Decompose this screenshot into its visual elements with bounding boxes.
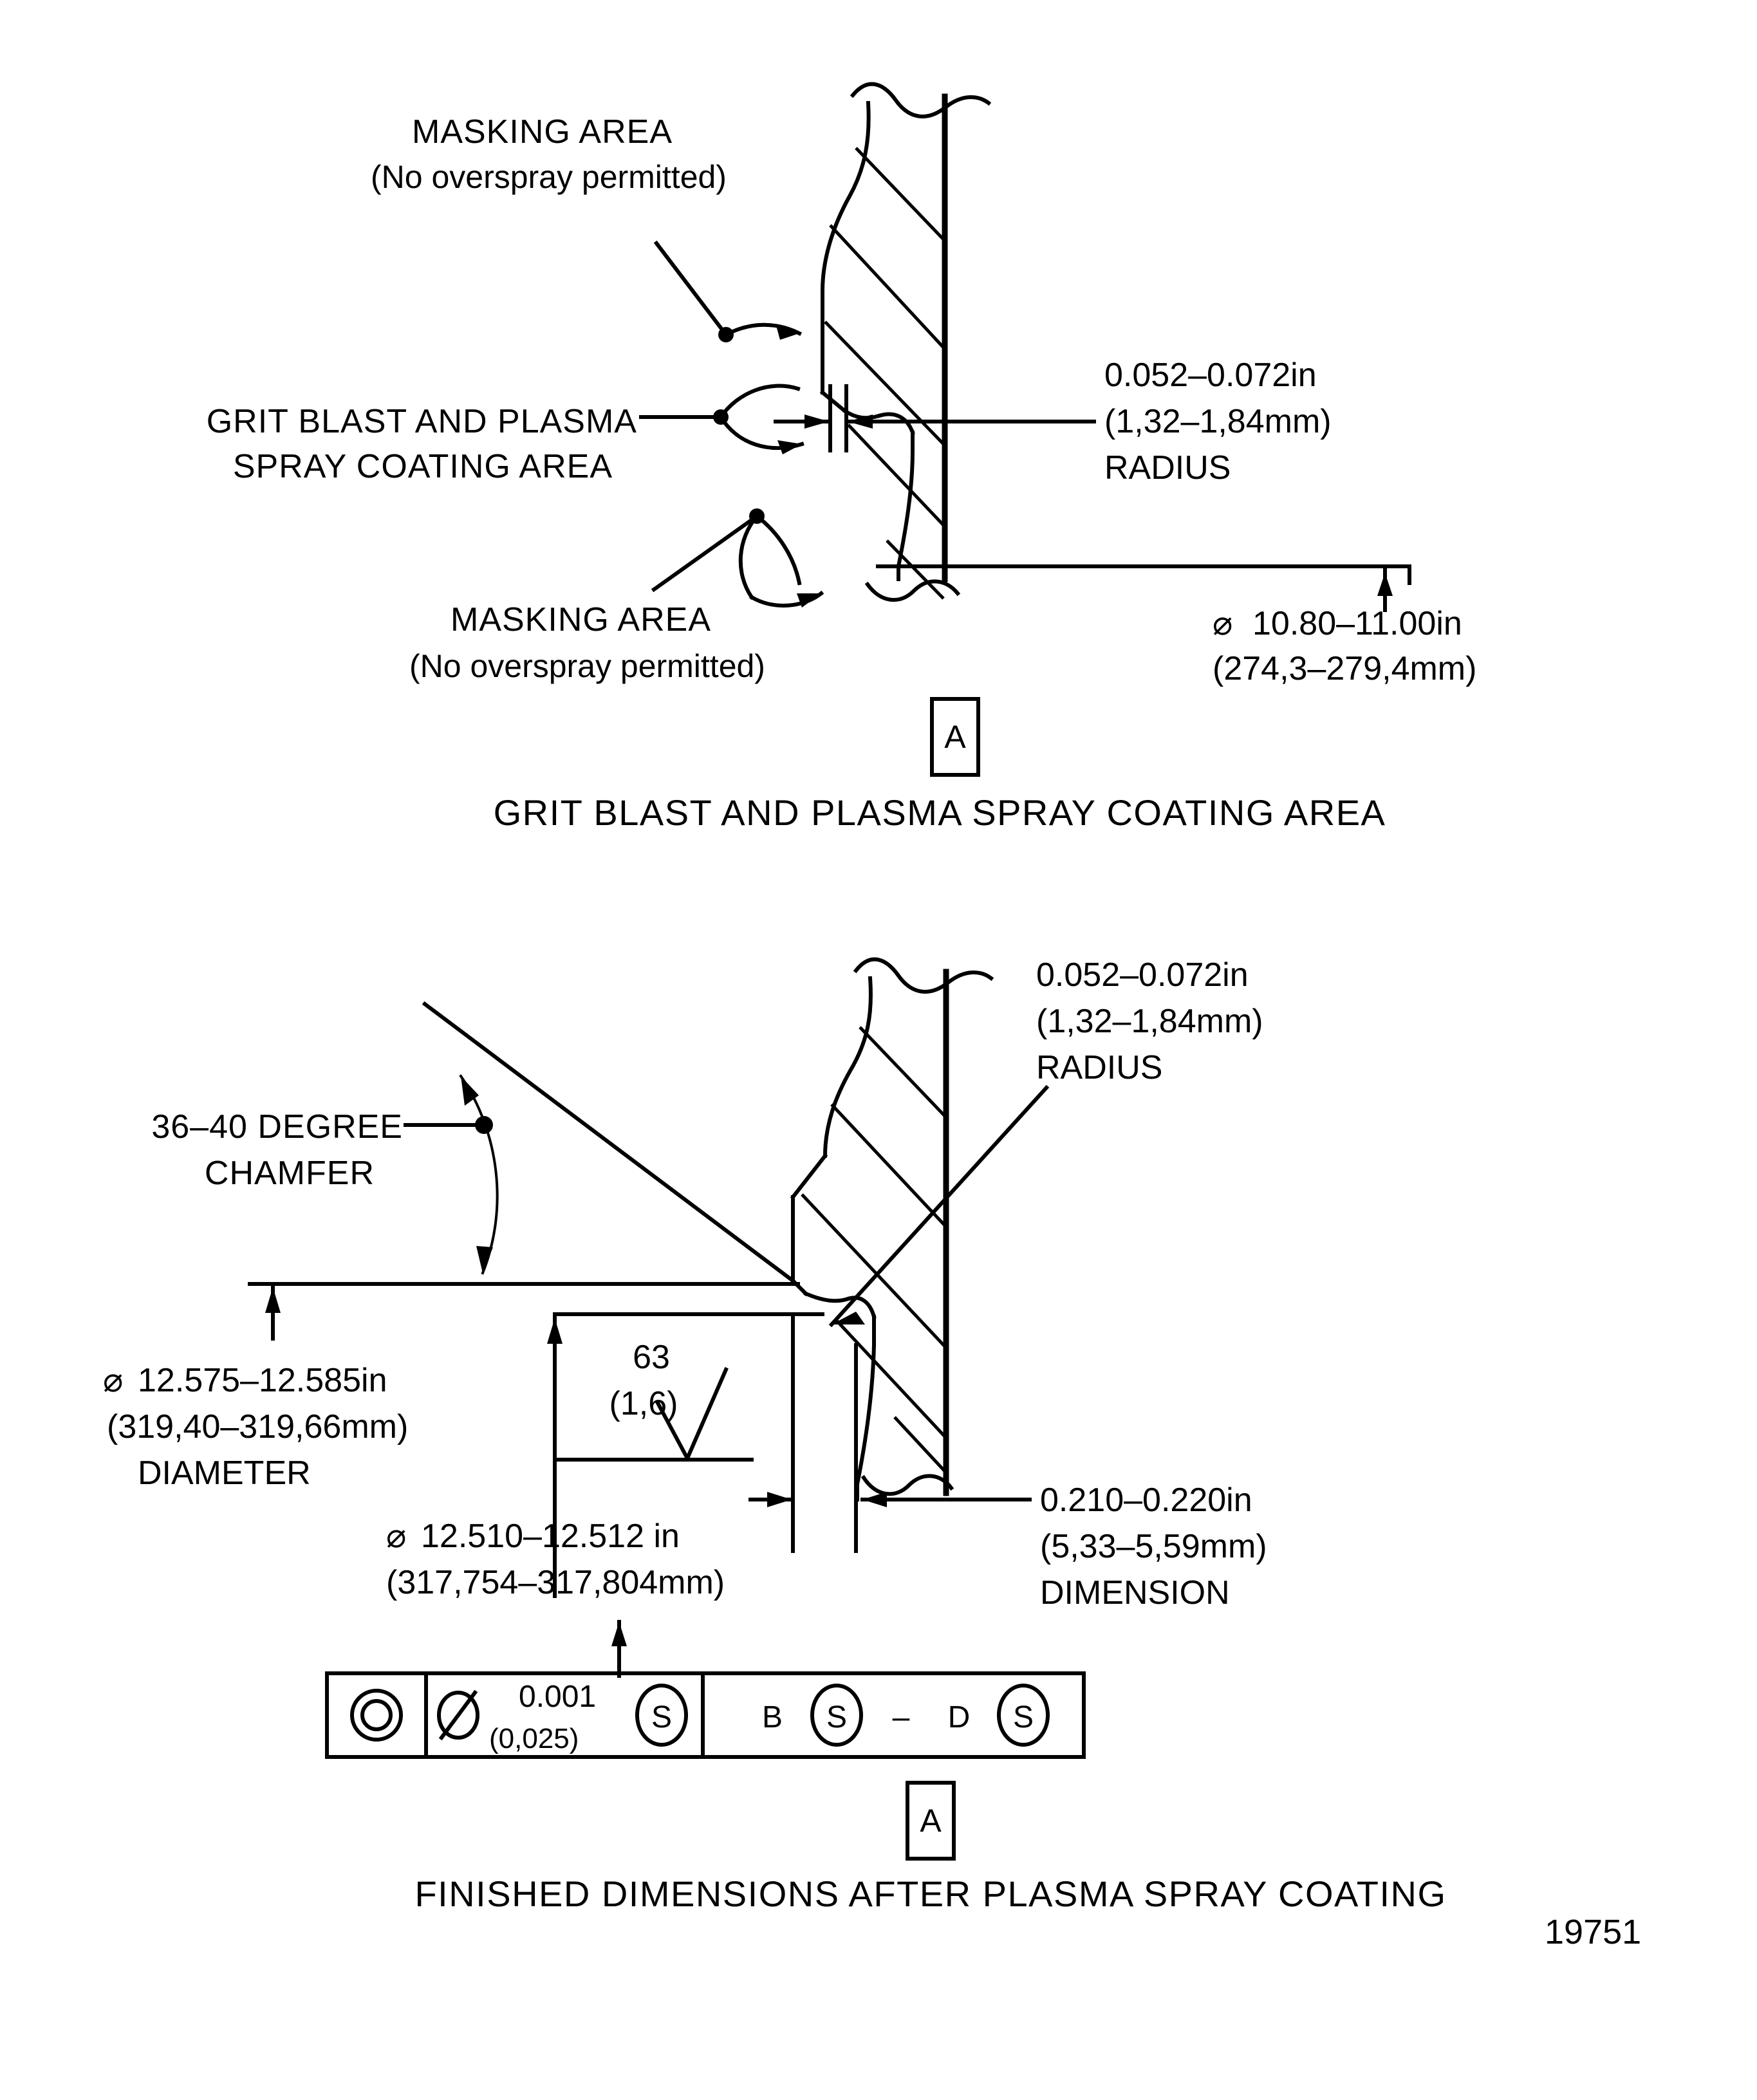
fcf-datum-primary-modifier: S	[826, 1700, 847, 1734]
bottom-radius-dim-line3: RADIUS	[1036, 1049, 1162, 1086]
figure-top-annotations: MASKING AREA (No overspray permitted) GR…	[207, 113, 1477, 833]
fcf-datum-separator: –	[893, 1700, 910, 1734]
top-radius-dim-line1: 0.052–0.072in	[1104, 357, 1317, 394]
figure-bottom-geometry	[248, 957, 1086, 1861]
fcf-datum-primary: B	[762, 1700, 783, 1734]
detail-flag-a-top: A	[944, 719, 966, 755]
figure-bottom-caption: FINISHED DIMENSIONS AFTER PLASMA SPRAY C…	[414, 1873, 1446, 1914]
minor-diameter-line1: 12.510–12.512 in	[421, 1518, 680, 1555]
masking-area-bottom-label-line1: MASKING AREA	[451, 601, 711, 638]
surface-finish-value-in: 63	[633, 1339, 670, 1376]
fcf-datum-secondary: D	[948, 1700, 971, 1734]
top-diameter-symbol: ⌀	[1213, 605, 1232, 642]
major-diameter-line2: (319,40–319,66mm)	[107, 1408, 408, 1445]
bottom-radius-dim-line1: 0.052–0.072in	[1036, 956, 1249, 994]
top-diameter-dim-line2: (274,3–279,4mm)	[1213, 650, 1476, 687]
fcf-tolerance-in: 0.001	[519, 1680, 596, 1714]
width-dimension-line3: DIMENSION	[1040, 1574, 1230, 1612]
masking-area-top-label-line1: MASKING AREA	[412, 113, 673, 151]
grit-blast-label-line2: SPRAY COATING AREA	[233, 448, 613, 485]
fcf-datum-secondary-modifier: S	[1013, 1700, 1034, 1734]
major-diameter-symbol: ⌀	[103, 1362, 123, 1399]
top-radius-dim-line3: RADIUS	[1104, 449, 1231, 487]
drawing-number: 19751	[1545, 1913, 1641, 1951]
width-dimension-line1: 0.210–0.220in	[1040, 1482, 1252, 1519]
major-diameter-line3: DIAMETER	[138, 1454, 311, 1492]
fcf-tolerance-mm: (0,025)	[489, 1723, 579, 1754]
detail-flag-a-bottom: A	[920, 1803, 942, 1839]
masking-area-bottom-label-line2: (No overspray permitted)	[409, 648, 765, 684]
grit-blast-label-line1: GRIT BLAST AND PLASMA	[207, 403, 637, 440]
figure-top-geometry	[639, 82, 1411, 777]
fcf-tolerance-modifier: S	[651, 1700, 672, 1734]
major-diameter-line1: 12.575–12.585in	[138, 1362, 387, 1399]
figure-bottom-annotations: 0.052–0.072in (1,32–1,84mm) RADIUS 36–40…	[103, 956, 1641, 1951]
surface-finish-value-mm: (1,6)	[609, 1385, 678, 1422]
masking-area-top-label-line2: (No overspray permitted)	[371, 159, 727, 195]
chamfer-label-line1: 36–40 DEGREE	[151, 1108, 403, 1146]
minor-diameter-line2: (317,754–317,804mm)	[386, 1564, 725, 1601]
figure-top-caption: GRIT BLAST AND PLASMA SPRAY COATING AREA	[494, 792, 1386, 833]
top-diameter-dim-line1: 10.80–11.00in	[1252, 605, 1462, 642]
minor-diameter-symbol: ⌀	[386, 1518, 406, 1555]
top-radius-dim-line2: (1,32–1,84mm)	[1104, 403, 1332, 440]
chamfer-label-line2: CHAMFER	[205, 1155, 375, 1192]
width-dimension-line2: (5,33–5,59mm)	[1040, 1528, 1267, 1565]
bottom-radius-dim-line2: (1,32–1,84mm)	[1036, 1003, 1263, 1040]
